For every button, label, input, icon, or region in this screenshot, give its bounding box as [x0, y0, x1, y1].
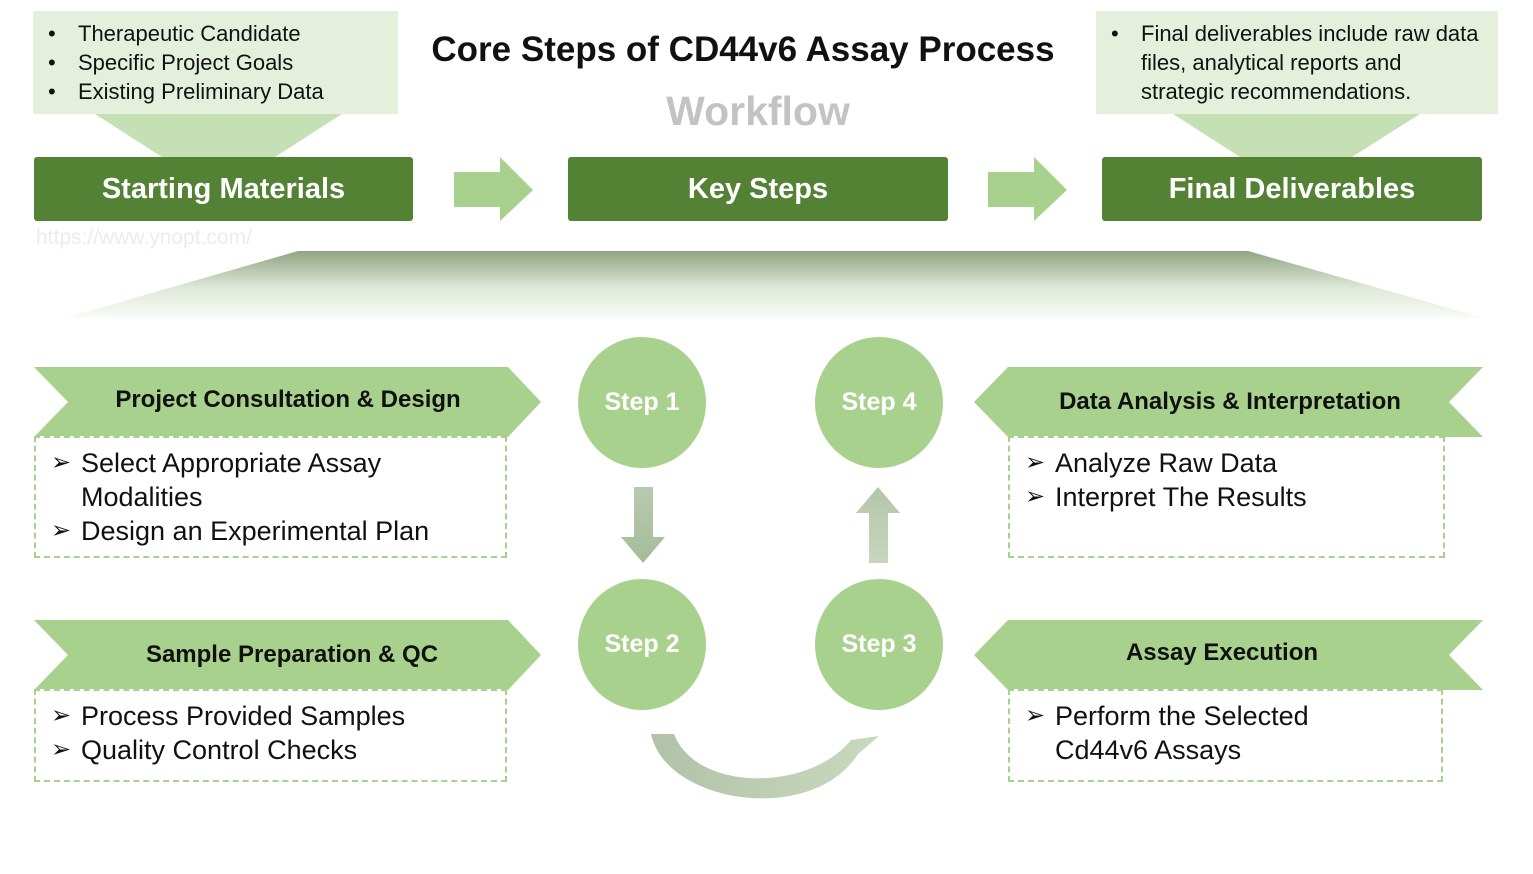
inputs-note: Therapeutic Candidate Specific Project G… — [33, 11, 398, 114]
key-steps-box: Key Steps — [568, 157, 948, 221]
sample-prep-details: Process Provided Samples Quality Control… — [34, 689, 507, 782]
inputs-note-item: Existing Preliminary Data — [33, 77, 398, 106]
analysis-title: Data Analysis & Interpretation — [1059, 388, 1401, 415]
analysis-banner — [974, 367, 1483, 437]
consultation-banner — [34, 367, 541, 437]
arrow-right-icon — [988, 157, 1067, 221]
sample-prep-banner — [34, 620, 541, 690]
consultation-title: Project Consultation & Design — [115, 386, 461, 413]
execution-details: Perform the Selected Cd44v6 Assays — [1008, 689, 1443, 782]
list-item: Design an Experimental Plan — [36, 514, 505, 548]
watermark: https://www.ynopt.com/ — [36, 226, 252, 249]
step-1-circle: Step 1 — [578, 337, 706, 468]
list-item: Interpret The Results — [1010, 480, 1443, 514]
step-3-circle: Step 3 — [815, 579, 943, 710]
page-title: Core Steps of CD44v6 Assay Process — [431, 30, 1055, 69]
execution-banner — [974, 620, 1483, 690]
page-subtitle: Workflow — [666, 88, 850, 134]
analysis-details: Analyze Raw Data Interpret The Results — [1008, 436, 1445, 558]
inputs-funnel — [95, 114, 342, 157]
list-item: Analyze Raw Data — [1010, 446, 1443, 480]
arrow-up-icon — [856, 487, 900, 563]
starting-materials-box: Starting Materials — [34, 157, 413, 221]
list-item: Perform the Selected Cd44v6 Assays — [1010, 699, 1365, 767]
list-item: Process Provided Samples — [36, 699, 505, 733]
sample-prep-title: Sample Preparation & QC — [145, 641, 439, 668]
list-item: Quality Control Checks — [36, 733, 505, 767]
curved-arrow-icon — [651, 734, 879, 799]
outputs-note-item: Final deliverables include raw data file… — [1096, 19, 1488, 106]
final-deliverables-box: Final Deliverables — [1102, 157, 1482, 221]
arrow-down-icon — [621, 487, 665, 563]
inputs-note-item: Therapeutic Candidate — [33, 19, 398, 48]
consultation-details: Select Appropriate Assay Modalities Desi… — [34, 436, 507, 558]
outputs-funnel — [1173, 114, 1420, 157]
outputs-note: Final deliverables include raw data file… — [1096, 11, 1498, 114]
arrow-right-icon — [454, 157, 533, 221]
expansion-fan — [65, 251, 1484, 318]
list-item: Select Appropriate Assay Modalities — [36, 446, 441, 514]
step-4-circle: Step 4 — [815, 337, 943, 468]
execution-title: Assay Execution — [1125, 639, 1319, 666]
inputs-note-item: Specific Project Goals — [33, 48, 398, 77]
step-2-circle: Step 2 — [578, 579, 706, 710]
